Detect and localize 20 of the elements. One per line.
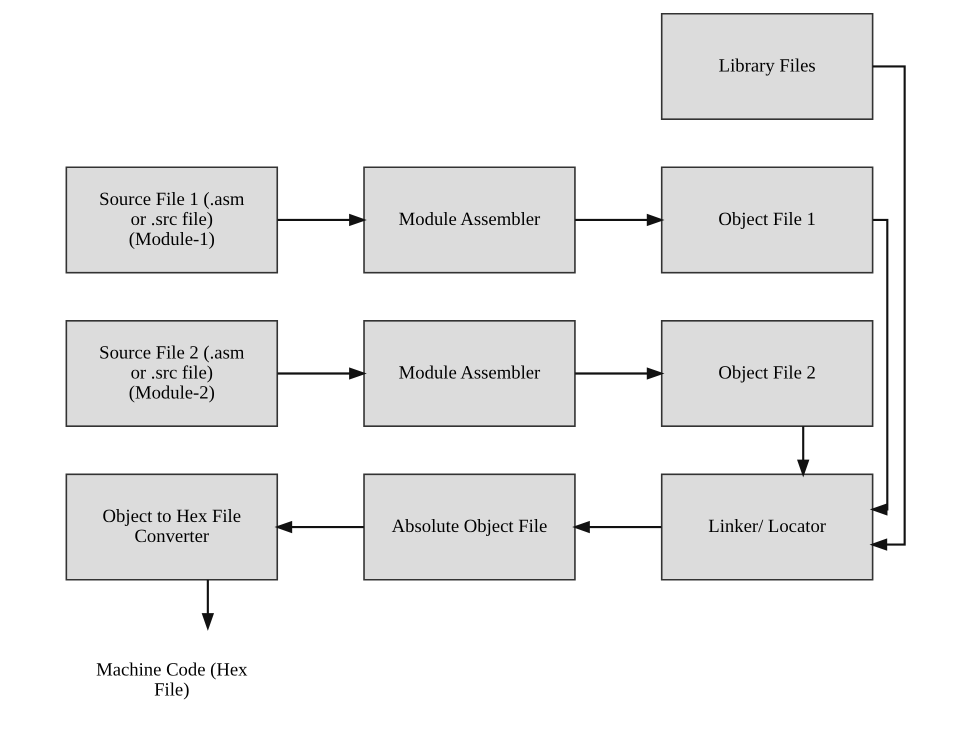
node-box: Module Assembler (363, 166, 576, 274)
node-box: Object File 2 (660, 320, 874, 428)
node-box: Source File 2 (.asm or .src file) (Module-2) (66, 320, 278, 428)
node-box: Module Assembler (363, 320, 576, 428)
node-text: Machine Code (Hex File) (96, 659, 248, 700)
node-box: Source File 1 (.asm or .src file) (Module-1) (66, 166, 278, 274)
node-box: Absolute Object File (363, 473, 576, 581)
arrow (870, 65, 906, 551)
node-box: Linker/ Locator (660, 473, 874, 581)
arrow (202, 580, 214, 631)
node-box: Object File 1 (660, 166, 874, 274)
arrow (797, 426, 810, 478)
arrow (572, 520, 662, 534)
arrow (274, 520, 364, 534)
arrow (278, 367, 367, 380)
node-box: Library Files (660, 12, 874, 120)
node-box: Object to Hex File Converter (66, 473, 278, 581)
arrow (575, 214, 664, 226)
arrow (575, 367, 664, 380)
arrow (278, 214, 367, 226)
